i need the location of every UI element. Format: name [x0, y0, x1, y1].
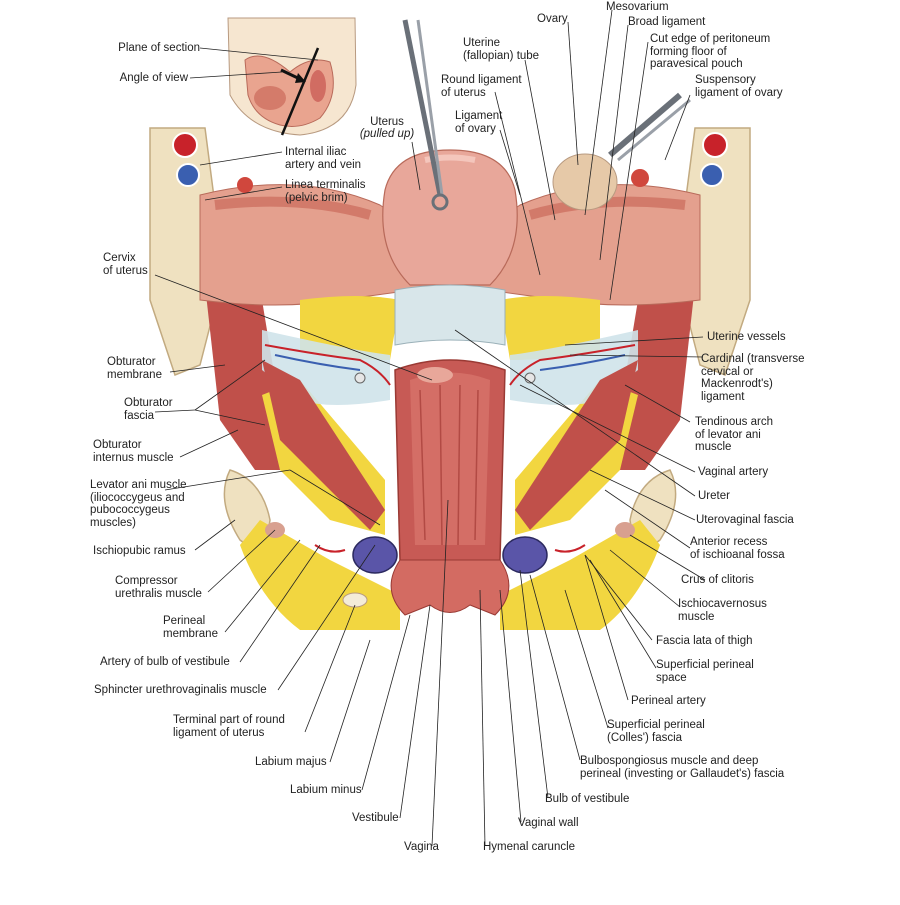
view-arrow-icon: [295, 73, 306, 83]
label-bulbospongiosus: Bulbospongiosus muscle and deep perineal…: [580, 755, 785, 780]
label-ureter: Ureter: [698, 490, 730, 502]
label-crus-of-clitoris: Crus of clitoris: [681, 574, 754, 586]
label-broad-ligament: Broad ligament: [628, 16, 706, 28]
label-artery-of-bulb: Artery of bulb of vestibule: [100, 656, 230, 668]
label-ovary: Ovary: [537, 13, 568, 25]
pelvic-bones: [149, 127, 751, 548]
orientation-inset: [227, 17, 357, 136]
label-labium-majus: Labium majus: [255, 756, 327, 768]
label-cardinal-ligament: Cardinal (transverse cervical or Mackenr…: [701, 353, 805, 403]
label-internal-iliac: Internal iliac artery and vein: [285, 146, 362, 171]
label-suspensory-ligament: Suspensory ligament of ovary: [695, 74, 783, 99]
label-terminal-round-ligament: Terminal part of round ligament of uteru…: [173, 714, 285, 739]
label-vestibule: Vestibule: [352, 812, 399, 824]
label-vaginal-wall: Vaginal wall: [518, 817, 579, 829]
label-linea-terminalis: Linea terminalis (pelvic brim): [285, 179, 366, 204]
label-mesovarium: Mesovarium: [606, 1, 669, 13]
label-ischiocavernosus: Ischiocavernosus muscle: [678, 598, 767, 623]
label-levator-ani: Levator ani muscle (iliococcygeus and pu…: [90, 479, 187, 529]
label-ligament-of-ovary: Ligament of ovary: [455, 110, 503, 135]
label-vaginal-artery: Vaginal artery: [698, 466, 769, 478]
plane-of-section-line: [280, 47, 320, 136]
label-bulb-of-vestibule: Bulb of vestibule: [545, 793, 630, 805]
label-perineal-membrane: Perineal membrane: [163, 615, 218, 640]
uterus: [382, 149, 518, 286]
label-fascia-lata: Fascia lata of thigh: [656, 635, 753, 647]
vagina: [390, 359, 510, 616]
label-superficial-perineal-space: Superficial perineal space: [656, 659, 754, 684]
obturator-internus: [205, 285, 695, 470]
label-round-ligament: Round ligament of uterus: [441, 74, 522, 99]
forceps-icon: [402, 19, 691, 211]
label-uterus: Uterus: [370, 116, 404, 128]
label-uterine-vessels: Uterine vessels: [707, 331, 786, 343]
label-perineal-artery: Perineal artery: [631, 695, 706, 707]
bulbs-of-vestibule: [265, 522, 635, 608]
label-vagina: Vagina: [404, 841, 439, 853]
label-obturator-fascia: Obturator fascia: [124, 397, 173, 422]
label-angle-of-view: Angle of view: [119, 72, 188, 84]
label-anterior-recess: Anterior recess of ischioanal fossa: [690, 536, 785, 561]
label-hymenal-caruncle: Hymenal caruncle: [483, 841, 576, 853]
label-tendinous-arch: Tendinous arch of levator ani muscle: [695, 416, 773, 453]
vessels: [264, 344, 636, 553]
ovary: [237, 153, 649, 211]
label-labium-minus: Labium minus: [290, 784, 362, 796]
label-plane-of-section: Plane of section: [118, 42, 200, 54]
label-ischiopubic-ramus: Ischiopubic ramus: [93, 545, 186, 557]
label-obturator-internus: Obturator internus muscle: [93, 439, 174, 464]
label-cervix: Cervix of uterus: [103, 252, 148, 277]
label-sphincter-urethrovaginalis: Sphincter urethrovaginalis muscle: [94, 684, 267, 696]
label-obturator-membrane: Obturator membrane: [107, 356, 162, 381]
label-compressor-urethralis: Compressor urethralis muscle: [115, 575, 202, 600]
label-superficial-perineal-fascia: Superficial perineal (Colles') fascia: [607, 719, 705, 744]
leader-lines: [154, 9, 706, 847]
label-uterus-pulled-up: (pulled up): [359, 128, 415, 140]
label-uterovaginal-fascia: Uterovaginal fascia: [696, 514, 794, 526]
label-uterine-tube: Uterine (fallopian) tube: [463, 37, 540, 62]
levator-ani: [262, 360, 638, 530]
label-cut-edge-peritoneum: Cut edge of peritoneum forming floor of …: [650, 33, 771, 70]
